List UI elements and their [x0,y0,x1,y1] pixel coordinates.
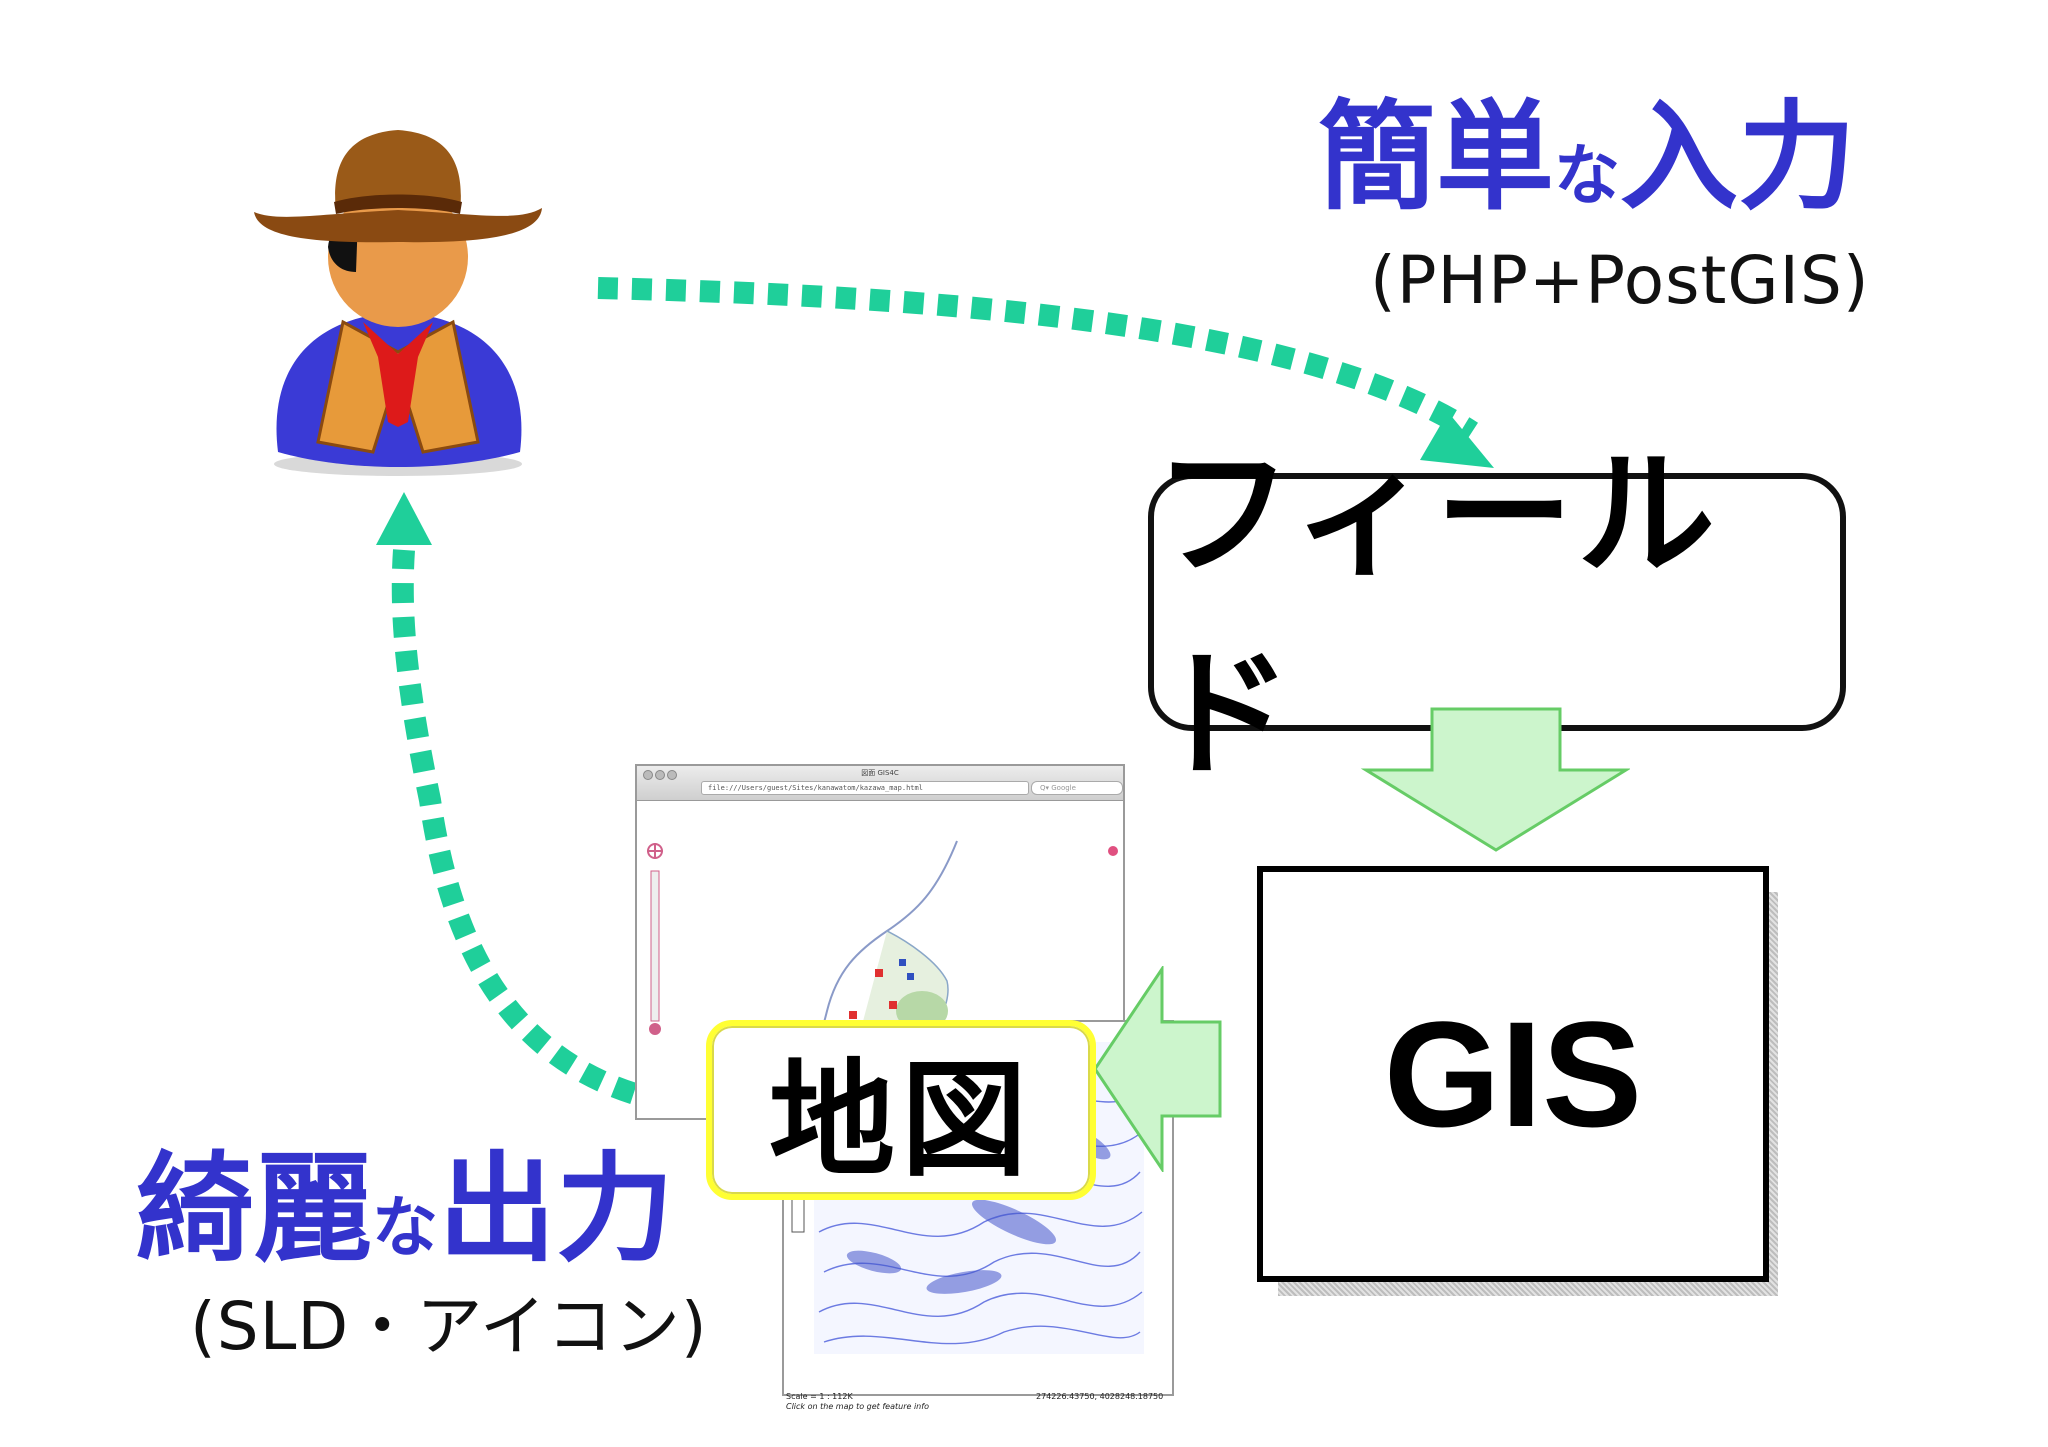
map-pan-control-icon [647,843,663,859]
map-box: 地図 [706,1020,1096,1200]
input-heading-na: な [1554,137,1621,214]
map-zoom-slider [650,870,660,1022]
browser-url-field[interactable]: file:///Users/guest/Sites/kanawatom/kaza… [701,781,1029,795]
map-label: 地図 [769,1047,1033,1194]
input-heading-kanji-1: 簡単 [1318,88,1555,226]
down-block-arrow [1360,707,1630,852]
input-heading: 簡単な入力 [1318,98,1856,216]
gis-label: GIS [1383,989,1643,1158]
map-click-hint: Click on the map to get feature info [786,1402,929,1411]
field-label: フィールド [1154,434,1720,795]
input-subheading: (PHP+PostGIS) [1370,242,1870,319]
input-heading-kanji-2: 入力 [1620,88,1857,226]
browser-search-field[interactable]: Q▾ Google [1031,781,1123,795]
cowboy-user-icon [254,130,542,476]
input-flow-arrow [597,277,1478,442]
map-scale-text: Scale = 1 : 112K [786,1392,853,1401]
map-zoom-handle [649,1023,661,1035]
input-flow-arrowhead [1420,412,1494,468]
output-flow-arrowhead [376,492,432,545]
output-flow-arrow [391,549,702,1119]
left-block-arrow [1093,966,1222,1172]
map-layer-switcher-icon [1108,846,1118,856]
output-subheading: (SLD・アイコン) [190,1288,708,1365]
output-heading-kanji-1: 綺麗 [136,1140,373,1278]
map-coordinates: 274226.43750, 4028248.18750 [1036,1392,1164,1401]
gis-box: GIS [1257,866,1769,1282]
field-box: フィールド [1148,434,1846,795]
browser-toolbar: 図面 GIS4C file:///Users/guest/Sites/kanaw… [637,766,1123,801]
output-heading: 綺麗な出力 [136,1150,674,1268]
output-heading-kanji-2: 出力 [438,1140,675,1278]
output-heading-na: な [372,1189,439,1266]
browser-window-title: 図面 GIS4C [861,769,899,777]
